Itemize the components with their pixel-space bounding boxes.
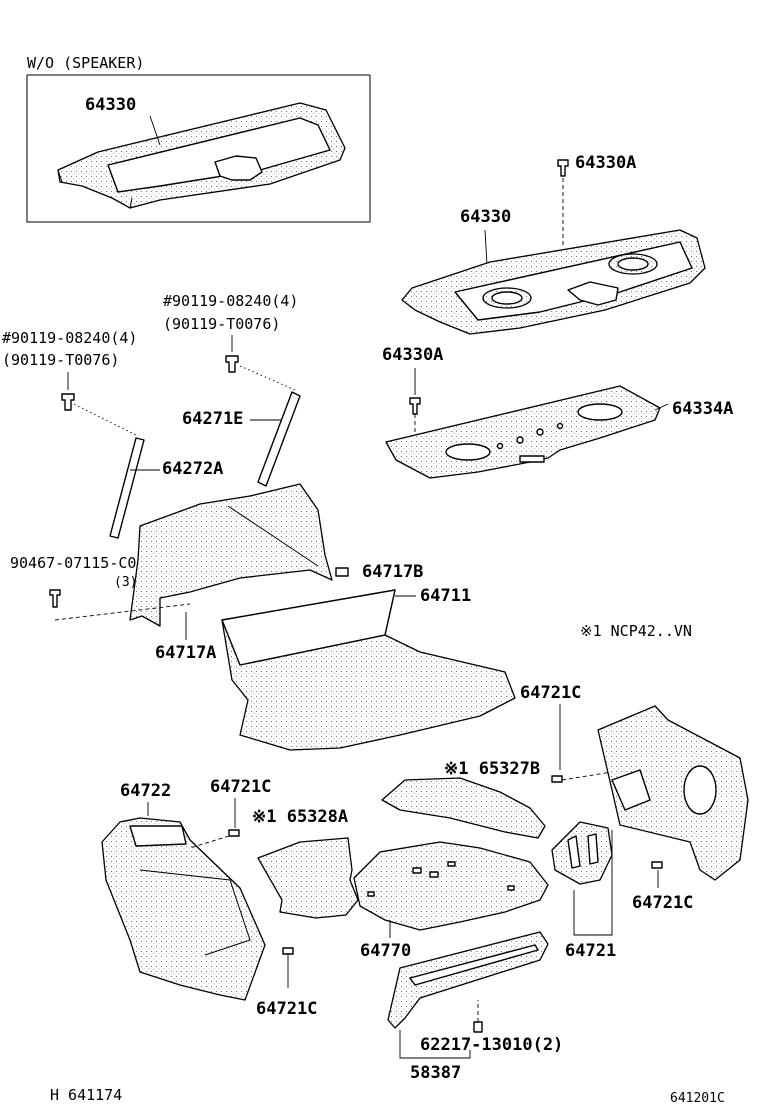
panel-64717 [129, 483, 333, 627]
speaker-variant-box [26, 75, 371, 223]
leader-58387 [399, 1030, 471, 1059]
clip-62217 [473, 1021, 483, 1033]
leader-64334A [654, 403, 669, 411]
clip-90467 [49, 589, 61, 608]
bolt-left-dot [73, 403, 139, 437]
label-64721C-c: 64721C [256, 999, 317, 1019]
label-bolt-right-alt: (90119-T0076) [163, 315, 280, 333]
bolt-right-dot [239, 365, 296, 391]
label-64721: 64721 [565, 941, 616, 961]
clip-64330A-mid [409, 397, 421, 415]
label-64717A: 64717A [155, 643, 216, 663]
footer-right-code: 641201C [670, 1091, 725, 1106]
label-bolt-right: #90119-08240(4) [163, 292, 298, 310]
clip-64721C-a [551, 775, 563, 783]
clip-64721C-a-dash [561, 771, 613, 781]
panel-64334A [385, 385, 661, 479]
label-64330-mid: 64330 [460, 207, 511, 227]
bolt-left [61, 393, 75, 411]
package-tray-with-speaker [401, 229, 706, 335]
label-bolt-left: #90119-08240(4) [2, 329, 137, 347]
clip-64721C-d [651, 861, 663, 869]
label-90467: 90467-07115-C0 [10, 554, 136, 572]
label-64330A-mid: 64330A [382, 345, 443, 365]
leader-64330-mid [484, 229, 488, 266]
label-64717B: 64717B [362, 562, 423, 582]
label-64330A-top: 64330A [575, 153, 636, 173]
leader-64330-top [149, 115, 161, 146]
sill-plate-58387 [387, 931, 549, 1029]
label-64721C-b: 64721C [210, 777, 271, 797]
clip-64721C-b [228, 829, 240, 837]
label-64721C-d: 64721C [632, 893, 693, 913]
label-64330-top: 64330 [85, 95, 136, 115]
label-64271E: 64271E [182, 409, 243, 429]
floor-mat-64711 [221, 589, 516, 751]
bracket-64721 [551, 821, 613, 885]
label-65328A: ※1 65328A [252, 807, 348, 827]
label-58387: 58387 [410, 1063, 461, 1083]
bracket-64721-leader [573, 830, 613, 936]
section-header: W/O (SPEAKER) [27, 54, 144, 72]
note-ncp: ※1 NCP42..VN [580, 622, 692, 640]
clip-64721C-c [282, 947, 294, 955]
label-64272A: 64272A [162, 459, 223, 479]
label-64722: 64722 [120, 781, 171, 801]
clip-90467-dash [54, 603, 191, 621]
clip-64330A-top [557, 159, 569, 177]
label-62217: 62217-13010(2) [420, 1035, 563, 1055]
floor-board-64770 [353, 841, 549, 931]
strap-64271E [257, 391, 301, 487]
label-64711: 64711 [420, 586, 471, 606]
label-bolt-left-alt: (90119-T0076) [2, 351, 119, 369]
footer-left-code: H 641174 [50, 1086, 122, 1104]
clip-64717B [335, 567, 349, 577]
label-90467-qty: (3) [114, 575, 137, 590]
label-64334A: 64334A [672, 399, 733, 419]
label-65327B: ※1 65327B [444, 759, 540, 779]
label-64770: 64770 [360, 941, 411, 961]
label-64721C-a: 64721C [520, 683, 581, 703]
strap-64272A [109, 437, 145, 539]
package-tray-no-speaker [57, 102, 346, 209]
cover-65327B [381, 777, 546, 839]
side-trim-left [101, 817, 266, 1001]
bolt-right [225, 355, 239, 373]
side-trim-right [597, 705, 749, 881]
cover-65328A [257, 837, 359, 919]
